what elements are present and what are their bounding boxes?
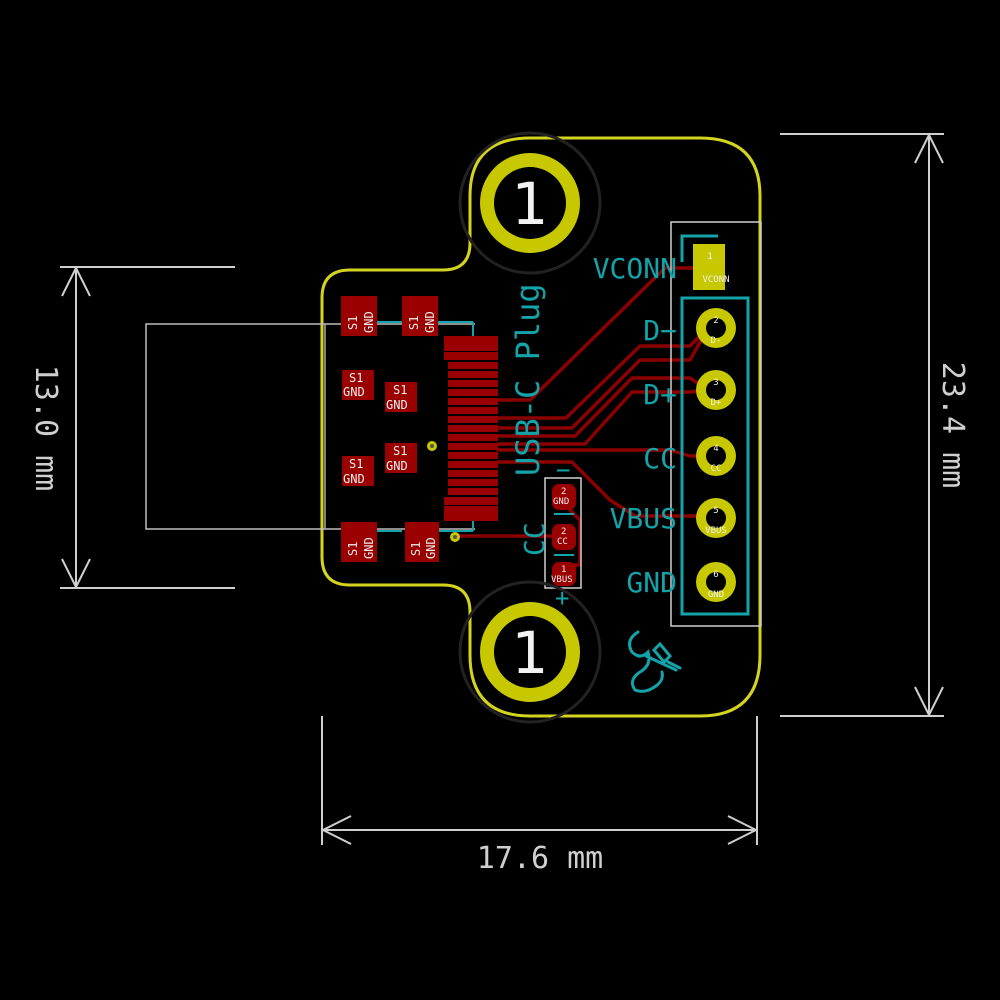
pin-label-cc: CC <box>643 442 677 475</box>
pin-label-vconn: VCONN <box>593 252 677 285</box>
jumper-label: CC <box>518 522 551 556</box>
connector-outline <box>145 323 475 530</box>
dimension-label-board-height: 23.4 mm <box>935 362 970 488</box>
header-pin-5: 5 VBUS <box>696 498 736 538</box>
dimension-label-connector: 13.0 mm <box>28 365 63 491</box>
pin-label-d-plus: D+ <box>643 378 677 411</box>
mount-hole-top: 1 <box>458 131 602 275</box>
pin-number: 6 <box>713 570 718 580</box>
shield-pad-net: GND <box>362 311 376 333</box>
cc-jumper: 2 GND 2 CC 1 VBUS CC − + <box>518 456 582 612</box>
shield-pad-ref: S1 <box>393 383 407 397</box>
dimension-height-board: 23.4 mm <box>780 132 970 718</box>
dimension-height-connector: 13.0 mm <box>28 265 235 590</box>
jumper-pad-net: GND <box>553 497 569 507</box>
pin-name: D+ <box>711 398 722 408</box>
trace-d-minus-a <box>496 326 710 420</box>
pin-name: D- <box>711 336 722 346</box>
shield-pad: S1 GND <box>342 370 374 400</box>
trace-d-plus-a <box>496 376 710 438</box>
pin-label-gnd: GND <box>626 566 677 599</box>
vias <box>427 441 460 542</box>
jumper-minus: − <box>556 456 570 484</box>
usb-c-contact-pads <box>444 336 498 521</box>
jumper-pad-net: CC <box>557 537 568 547</box>
jumper-pad-net: VBUS <box>551 575 573 585</box>
mount-hole-label: 1 <box>512 170 549 238</box>
shield-pad-net: GND <box>362 537 376 559</box>
jumper-pad-number: 2 <box>561 487 566 497</box>
header-pin-2: 2 D- <box>696 308 736 348</box>
header-pin-4: 4 CC <box>696 436 736 476</box>
pin-name: VBUS <box>705 526 727 536</box>
shield-pad: S1 GND <box>385 443 417 473</box>
trace-d-minus-b <box>496 326 710 430</box>
pin-number: 5 <box>713 506 718 516</box>
shield-pad: S1 GND <box>405 522 439 562</box>
pin-label-d-minus: D− <box>643 314 677 347</box>
board-outline <box>320 136 762 718</box>
jumper-pad-number: 1 <box>561 565 566 575</box>
logo-icon <box>628 630 682 693</box>
pin-name: GND <box>708 590 724 600</box>
shield-pad-ref: S1 <box>409 542 423 556</box>
shield-pad-ref: S1 <box>349 371 363 385</box>
header-pin-3: 3 D+ <box>696 370 736 410</box>
pin-number: 2 <box>713 316 718 326</box>
pin-number: 1 <box>707 252 712 262</box>
shield-pad-ref: S1 <box>393 444 407 458</box>
shield-pad-net: GND <box>386 398 408 412</box>
shield-pad-net: GND <box>423 311 437 333</box>
pin-number: 3 <box>713 378 718 388</box>
header-pin-6: 6 GND <box>696 562 736 602</box>
dimension-label-board-width: 17.6 mm <box>477 841 603 876</box>
shield-pad-ref: S1 <box>349 457 363 471</box>
shield-pad-ref: S1 <box>407 316 421 330</box>
pin-name: VCONN <box>702 275 729 285</box>
header-pin-1: 1 VCONN <box>693 244 730 290</box>
shield-pad-net: GND <box>386 459 408 473</box>
shield-pad: S1 GND <box>341 522 377 562</box>
mount-hole-label: 1 <box>512 619 549 687</box>
dimension-width-board: 17.6 mm <box>320 716 759 876</box>
shield-pad-net: GND <box>343 472 365 486</box>
pin-labels: VCONN D− D+ CC VBUS GND <box>593 252 677 599</box>
trace-d-plus-b <box>496 388 710 446</box>
trace-vconn <box>496 266 710 402</box>
mount-hole-bottom: 1 <box>458 580 602 724</box>
pin-number: 4 <box>713 444 718 454</box>
board-title: USB-C Plug <box>509 283 547 476</box>
shield-pad: S1 GND <box>342 456 374 486</box>
shield-pad-net: GND <box>343 385 365 399</box>
pin-label-vbus: VBUS <box>610 502 677 535</box>
pin-header: 1 VCONN 2 D- 3 D+ 4 CC 5 VBUS <box>670 221 762 627</box>
pin-name: CC <box>711 464 722 474</box>
shield-pad: S1 GND <box>402 296 438 336</box>
shield-pad: S1 GND <box>385 382 417 412</box>
shield-pad-net: GND <box>424 537 438 559</box>
shield-pad-ref: S1 <box>346 316 360 330</box>
jumper-pad-number: 2 <box>561 527 566 537</box>
trace-vbus <box>496 460 710 518</box>
shield-pad: S1 GND <box>341 296 377 336</box>
shield-pad-ref: S1 <box>346 542 360 556</box>
